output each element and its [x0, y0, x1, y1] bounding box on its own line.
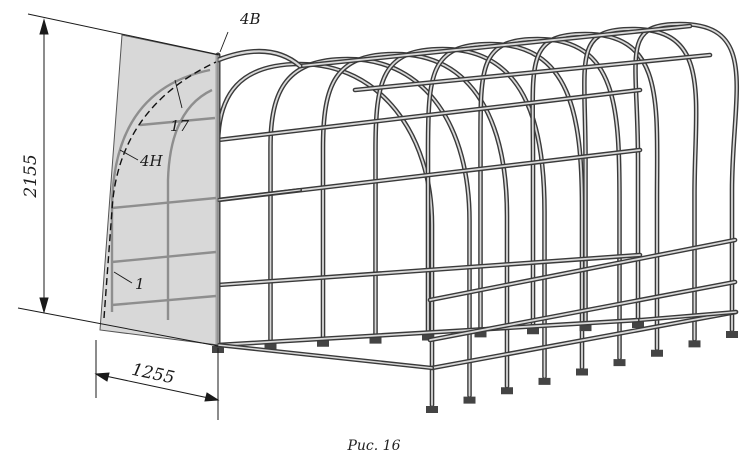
arch-foot-right-5: [576, 368, 588, 376]
height-dimension-label: 2155: [21, 154, 41, 198]
arch-foot-right-8: [688, 340, 701, 348]
rail-right-middle-highlight: [429, 281, 736, 341]
ridge-purlin-highlight: [299, 25, 691, 67]
base-bar-near-highlight: [217, 344, 433, 369]
profile-dashed-line: [103, 61, 217, 319]
arch-foot-right-9: [726, 331, 738, 338]
end-wall-cover-panel: [99, 34, 219, 346]
callout-1: 1: [135, 275, 145, 293]
callout-leaders: [113, 31, 229, 284]
arch-foot-right-7: [651, 349, 663, 357]
arch-foot-left-7: [527, 327, 539, 335]
arch-foot-left-6: [474, 330, 487, 338]
callout-4v: 4В: [239, 10, 261, 28]
arch-foot-right-1: [426, 406, 438, 413]
purlin-right-upper-highlight: [354, 54, 711, 91]
callout-17: 17: [170, 117, 190, 135]
figure-caption: Рис. 16: [347, 438, 401, 454]
greenhouse-frame: [212, 21, 739, 413]
arch-foot-left-2: [264, 342, 277, 350]
arch-foot-right-3: [501, 387, 513, 395]
base-bar-far-highlight: [639, 311, 737, 321]
arch-7-highlight: [531, 33, 659, 350]
arch-foot-left-9: [632, 321, 644, 328]
rail-left-base-highlight: [217, 319, 641, 346]
rail-right-upper-highlight: [429, 239, 736, 301]
arch-8-highlight: [583, 28, 698, 341]
arch-2: [268, 56, 472, 398]
width-dimension: [94, 340, 220, 420]
arch-6-highlight: [479, 38, 621, 360]
arch-foot-left-3: [317, 339, 329, 347]
rail-right-base-highlight: [431, 311, 737, 369]
end-frame-crossbar-highlight: [217, 189, 301, 201]
width-dimension-label: 1255: [130, 360, 176, 389]
arch-foot-left-5: [422, 333, 434, 341]
purlin-left-upper-highlight: [217, 89, 641, 141]
arch-foot-right-4: [538, 377, 551, 385]
arch-foot-left-8: [579, 324, 592, 332]
arch-foot-right-6: [613, 359, 626, 367]
rail-left-lower-highlight: [217, 254, 641, 286]
callout-4n: 4Н: [139, 152, 164, 170]
end-frame-top-highlight: [216, 50, 302, 68]
end-wall-ghost-frame: [110, 68, 217, 320]
height-dimension: [17, 13, 221, 347]
arch-foot-right-2: [463, 396, 476, 404]
arch-foot-left-4: [369, 336, 382, 344]
